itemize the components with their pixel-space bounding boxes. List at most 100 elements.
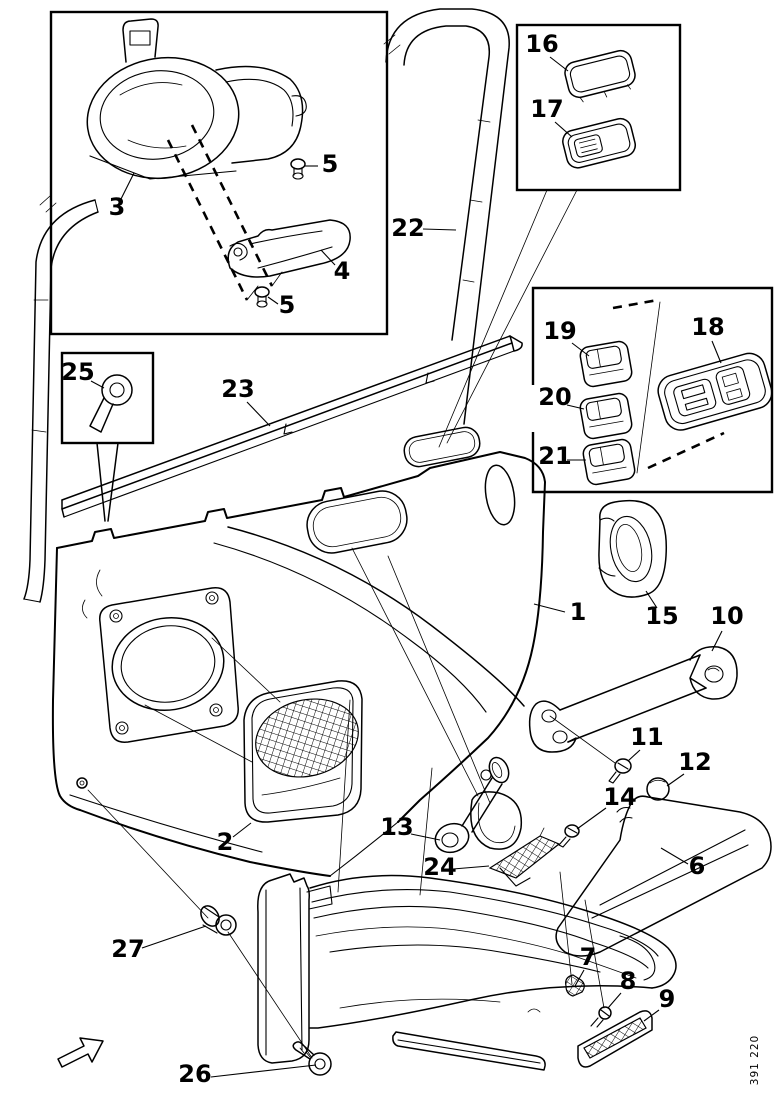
switch-bezel-part18 bbox=[657, 352, 773, 431]
leader-line-23 bbox=[246, 401, 271, 427]
door-pocket bbox=[257, 873, 677, 1071]
leader-line-1 bbox=[533, 603, 566, 613]
callout-label-22: 22 bbox=[391, 214, 424, 242]
leader-line-25 bbox=[90, 380, 105, 389]
callout-label-10: 10 bbox=[710, 602, 743, 630]
leader-line-7 bbox=[574, 969, 585, 987]
pocket-lower-strip bbox=[392, 1031, 546, 1071]
leader-line-14 bbox=[576, 807, 607, 830]
door-pull-housing-part3 bbox=[86, 18, 307, 180]
callout-label-27: 27 bbox=[111, 935, 144, 963]
badge-part9 bbox=[577, 1010, 653, 1068]
leader-line-4 bbox=[320, 249, 336, 266]
handle-opening bbox=[306, 490, 408, 554]
screw-part8 bbox=[590, 1006, 612, 1028]
leader-line-15 bbox=[645, 590, 658, 609]
window-switch-part20 bbox=[579, 392, 633, 440]
pull-cup-part15 bbox=[598, 499, 668, 598]
window-frame-trim bbox=[23, 8, 510, 603]
screw-part26 bbox=[292, 1041, 332, 1076]
callout-label-8: 8 bbox=[620, 967, 637, 995]
grille-mesh bbox=[255, 698, 359, 778]
callout-label-18: 18 bbox=[691, 313, 724, 341]
grommet-part5-lower bbox=[254, 286, 270, 308]
armrest-pad-part6 bbox=[555, 795, 772, 957]
callout-label-19: 19 bbox=[543, 317, 576, 345]
leader-line-20 bbox=[566, 404, 585, 410]
leader-line-16 bbox=[549, 56, 569, 72]
callout-label-12: 12 bbox=[678, 748, 711, 776]
oval-hole bbox=[484, 464, 516, 526]
inset-box-switch-covers bbox=[515, 23, 682, 192]
callout-label-14: 14 bbox=[603, 783, 636, 811]
leader-line-24 bbox=[452, 865, 490, 870]
callout-label-9: 9 bbox=[659, 985, 676, 1013]
leader-line-6 bbox=[660, 847, 689, 865]
callout-label-15: 15 bbox=[645, 602, 678, 630]
window-switch-part21 bbox=[582, 438, 636, 486]
callout-label-5: 5 bbox=[322, 150, 339, 178]
figure-number: 391 220 bbox=[748, 1034, 761, 1086]
callout-label-4: 4 bbox=[334, 257, 351, 285]
leader-line-13 bbox=[410, 833, 441, 841]
callout-label-16: 16 bbox=[525, 30, 558, 58]
leader-line-18 bbox=[711, 340, 722, 364]
callout-label-24: 24 bbox=[423, 853, 456, 881]
release-lever-part24 bbox=[488, 827, 561, 887]
leader-line-9 bbox=[643, 1009, 660, 1022]
leader-line-12 bbox=[666, 773, 685, 787]
screw-part14 bbox=[558, 824, 580, 848]
assembly-dash-line bbox=[612, 298, 659, 310]
grab-handle-part10 bbox=[528, 646, 738, 753]
leader-line-5 bbox=[267, 296, 279, 305]
leader-line-3 bbox=[120, 172, 135, 200]
cap-part12 bbox=[646, 777, 670, 801]
leader-line-22 bbox=[422, 228, 457, 231]
speaker-screw bbox=[109, 591, 223, 735]
assembly-dash-line bbox=[647, 431, 725, 470]
switch-blank-part17 bbox=[562, 117, 637, 169]
callout-label-6: 6 bbox=[689, 852, 706, 880]
direction-arrow bbox=[57, 1037, 104, 1068]
callout-label-2: 2 bbox=[217, 828, 234, 856]
callout-label-26: 26 bbox=[178, 1060, 211, 1088]
callout-label-17: 17 bbox=[530, 95, 563, 123]
leader-line-26 bbox=[210, 1064, 317, 1078]
leader-line-8 bbox=[607, 992, 622, 1009]
assembly-lines bbox=[87, 189, 616, 1059]
callout-label-21: 21 bbox=[538, 442, 571, 470]
inset-box-window-switches bbox=[531, 286, 774, 494]
speaker-grille-part2 bbox=[243, 680, 363, 823]
inset-box-armrest-parts bbox=[49, 10, 389, 336]
leader-line-11 bbox=[627, 749, 641, 762]
tape-roll-part25 bbox=[89, 374, 133, 433]
leader-line-10 bbox=[711, 630, 723, 652]
assembly-dash-line bbox=[166, 139, 249, 301]
clip-hole bbox=[76, 777, 88, 789]
door-pull-grip-part4 bbox=[227, 219, 351, 278]
clip-part27 bbox=[200, 905, 237, 936]
callout-label-5: 5 bbox=[279, 291, 296, 319]
callout-label-11: 11 bbox=[630, 723, 663, 751]
inset-box-tape bbox=[60, 351, 155, 522]
callout-label-7: 7 bbox=[580, 943, 597, 971]
pointer-funnel bbox=[96, 442, 119, 522]
speaker-opening bbox=[99, 587, 239, 743]
callout-label-13: 13 bbox=[380, 813, 413, 841]
sill-strip bbox=[61, 335, 523, 518]
window-crank-part13 bbox=[434, 756, 523, 854]
callout-label-3: 3 bbox=[109, 193, 126, 221]
assembly-dash-line bbox=[190, 124, 274, 287]
window-switch-part19 bbox=[579, 340, 633, 388]
leader-line-27 bbox=[141, 925, 207, 949]
grommet-part5-upper bbox=[290, 158, 306, 180]
callout-label-20: 20 bbox=[538, 383, 571, 411]
callout-label-23: 23 bbox=[221, 375, 254, 403]
callout-label-25: 25 bbox=[61, 358, 94, 386]
blank-cover-part16 bbox=[564, 49, 636, 103]
leader-line-2 bbox=[232, 822, 252, 838]
switch-recess bbox=[403, 426, 481, 468]
